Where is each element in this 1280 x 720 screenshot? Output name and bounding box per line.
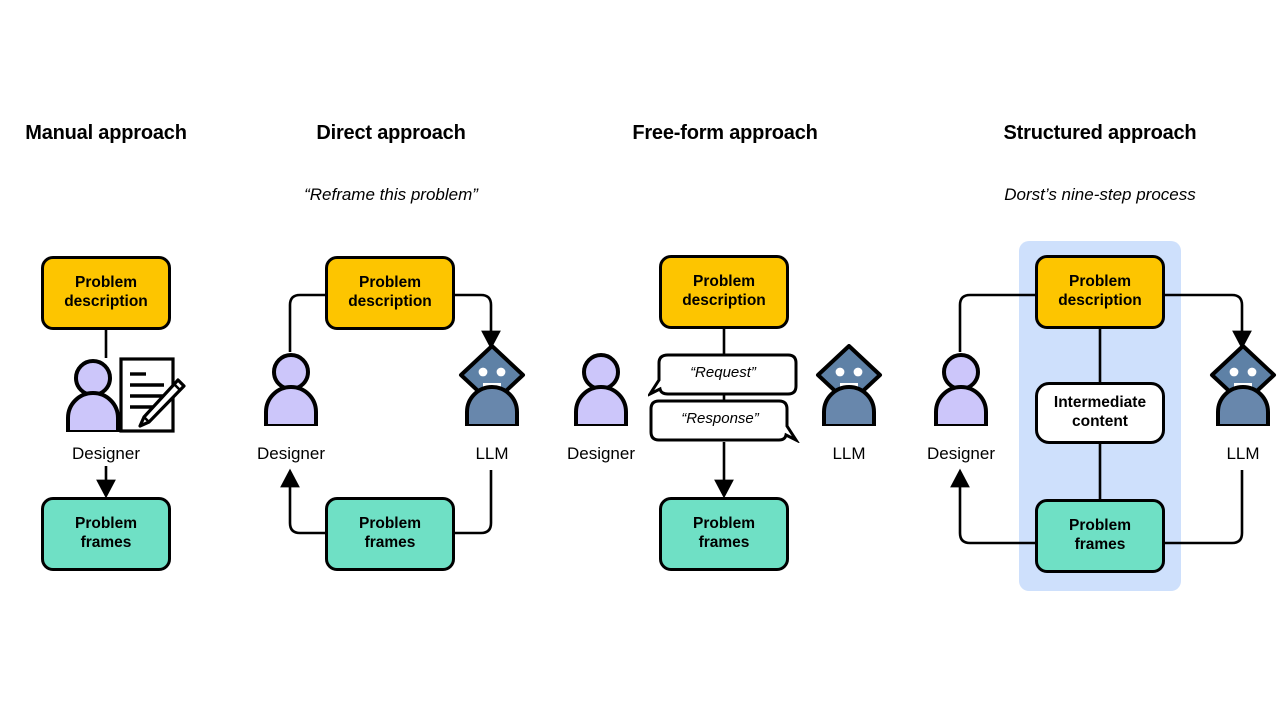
manual-problem-description-node[interactable]: Problem description xyxy=(41,256,171,330)
person-icon xyxy=(261,352,321,428)
node-text: Intermediate content xyxy=(1053,394,1147,430)
notepad-pencil-icon xyxy=(116,356,186,434)
column-subtitle-structured: Dorst’s nine-step process xyxy=(1004,185,1196,204)
llm-robot-icon xyxy=(814,344,884,428)
structured-intermediate-content-node[interactable]: Intermediate content xyxy=(1035,382,1165,444)
request-speech-bubble xyxy=(645,353,798,398)
free-form-problem-frames-node[interactable]: Problem frames xyxy=(659,497,789,571)
node-text: Problem description xyxy=(64,274,148,310)
manual-problem-frames-node[interactable]: Problem frames xyxy=(41,497,171,571)
person-icon xyxy=(63,358,123,434)
request-bubble-label: “Request” xyxy=(690,364,756,381)
direct-llm-label: LLM xyxy=(475,444,509,463)
node-text: Problem description xyxy=(682,273,766,309)
response-bubble-label: “Response” xyxy=(681,410,759,427)
node-text: Problem description xyxy=(1058,273,1142,309)
node-text: Problem description xyxy=(348,274,432,310)
column-title-free-form: Free-form approach xyxy=(632,122,818,144)
free-form-llm-label: LLM xyxy=(832,444,866,463)
structured-llm-label: LLM xyxy=(1226,444,1260,463)
llm-robot-icon xyxy=(1208,344,1278,428)
node-text: Problem frames xyxy=(1068,517,1131,553)
column-title-direct: Direct approach xyxy=(316,122,466,144)
node-text: Problem frames xyxy=(358,515,421,551)
structured-designer-label: Designer xyxy=(926,444,996,463)
direct-problem-frames-node[interactable]: Problem frames xyxy=(325,497,455,571)
structured-problem-frames-node[interactable]: Problem frames xyxy=(1035,499,1165,573)
llm-robot-icon xyxy=(457,344,527,428)
column-subtitle-direct: “Reframe this problem” xyxy=(304,185,478,204)
free-form-designer-label: Designer xyxy=(566,444,636,463)
node-text: Problem frames xyxy=(692,515,755,551)
free-form-problem-description-node[interactable]: Problem description xyxy=(659,255,789,329)
structured-problem-description-node[interactable]: Problem description xyxy=(1035,255,1165,329)
column-title-manual: Manual approach xyxy=(25,122,187,144)
column-title-structured: Structured approach xyxy=(1003,122,1197,144)
response-speech-bubble xyxy=(648,399,808,444)
person-icon xyxy=(931,352,991,428)
node-text: Problem frames xyxy=(74,515,137,551)
direct-designer-label: Designer xyxy=(256,444,326,463)
manual-designer-label: Designer xyxy=(71,444,141,463)
direct-problem-description-node[interactable]: Problem description xyxy=(325,256,455,330)
person-icon xyxy=(571,352,631,428)
